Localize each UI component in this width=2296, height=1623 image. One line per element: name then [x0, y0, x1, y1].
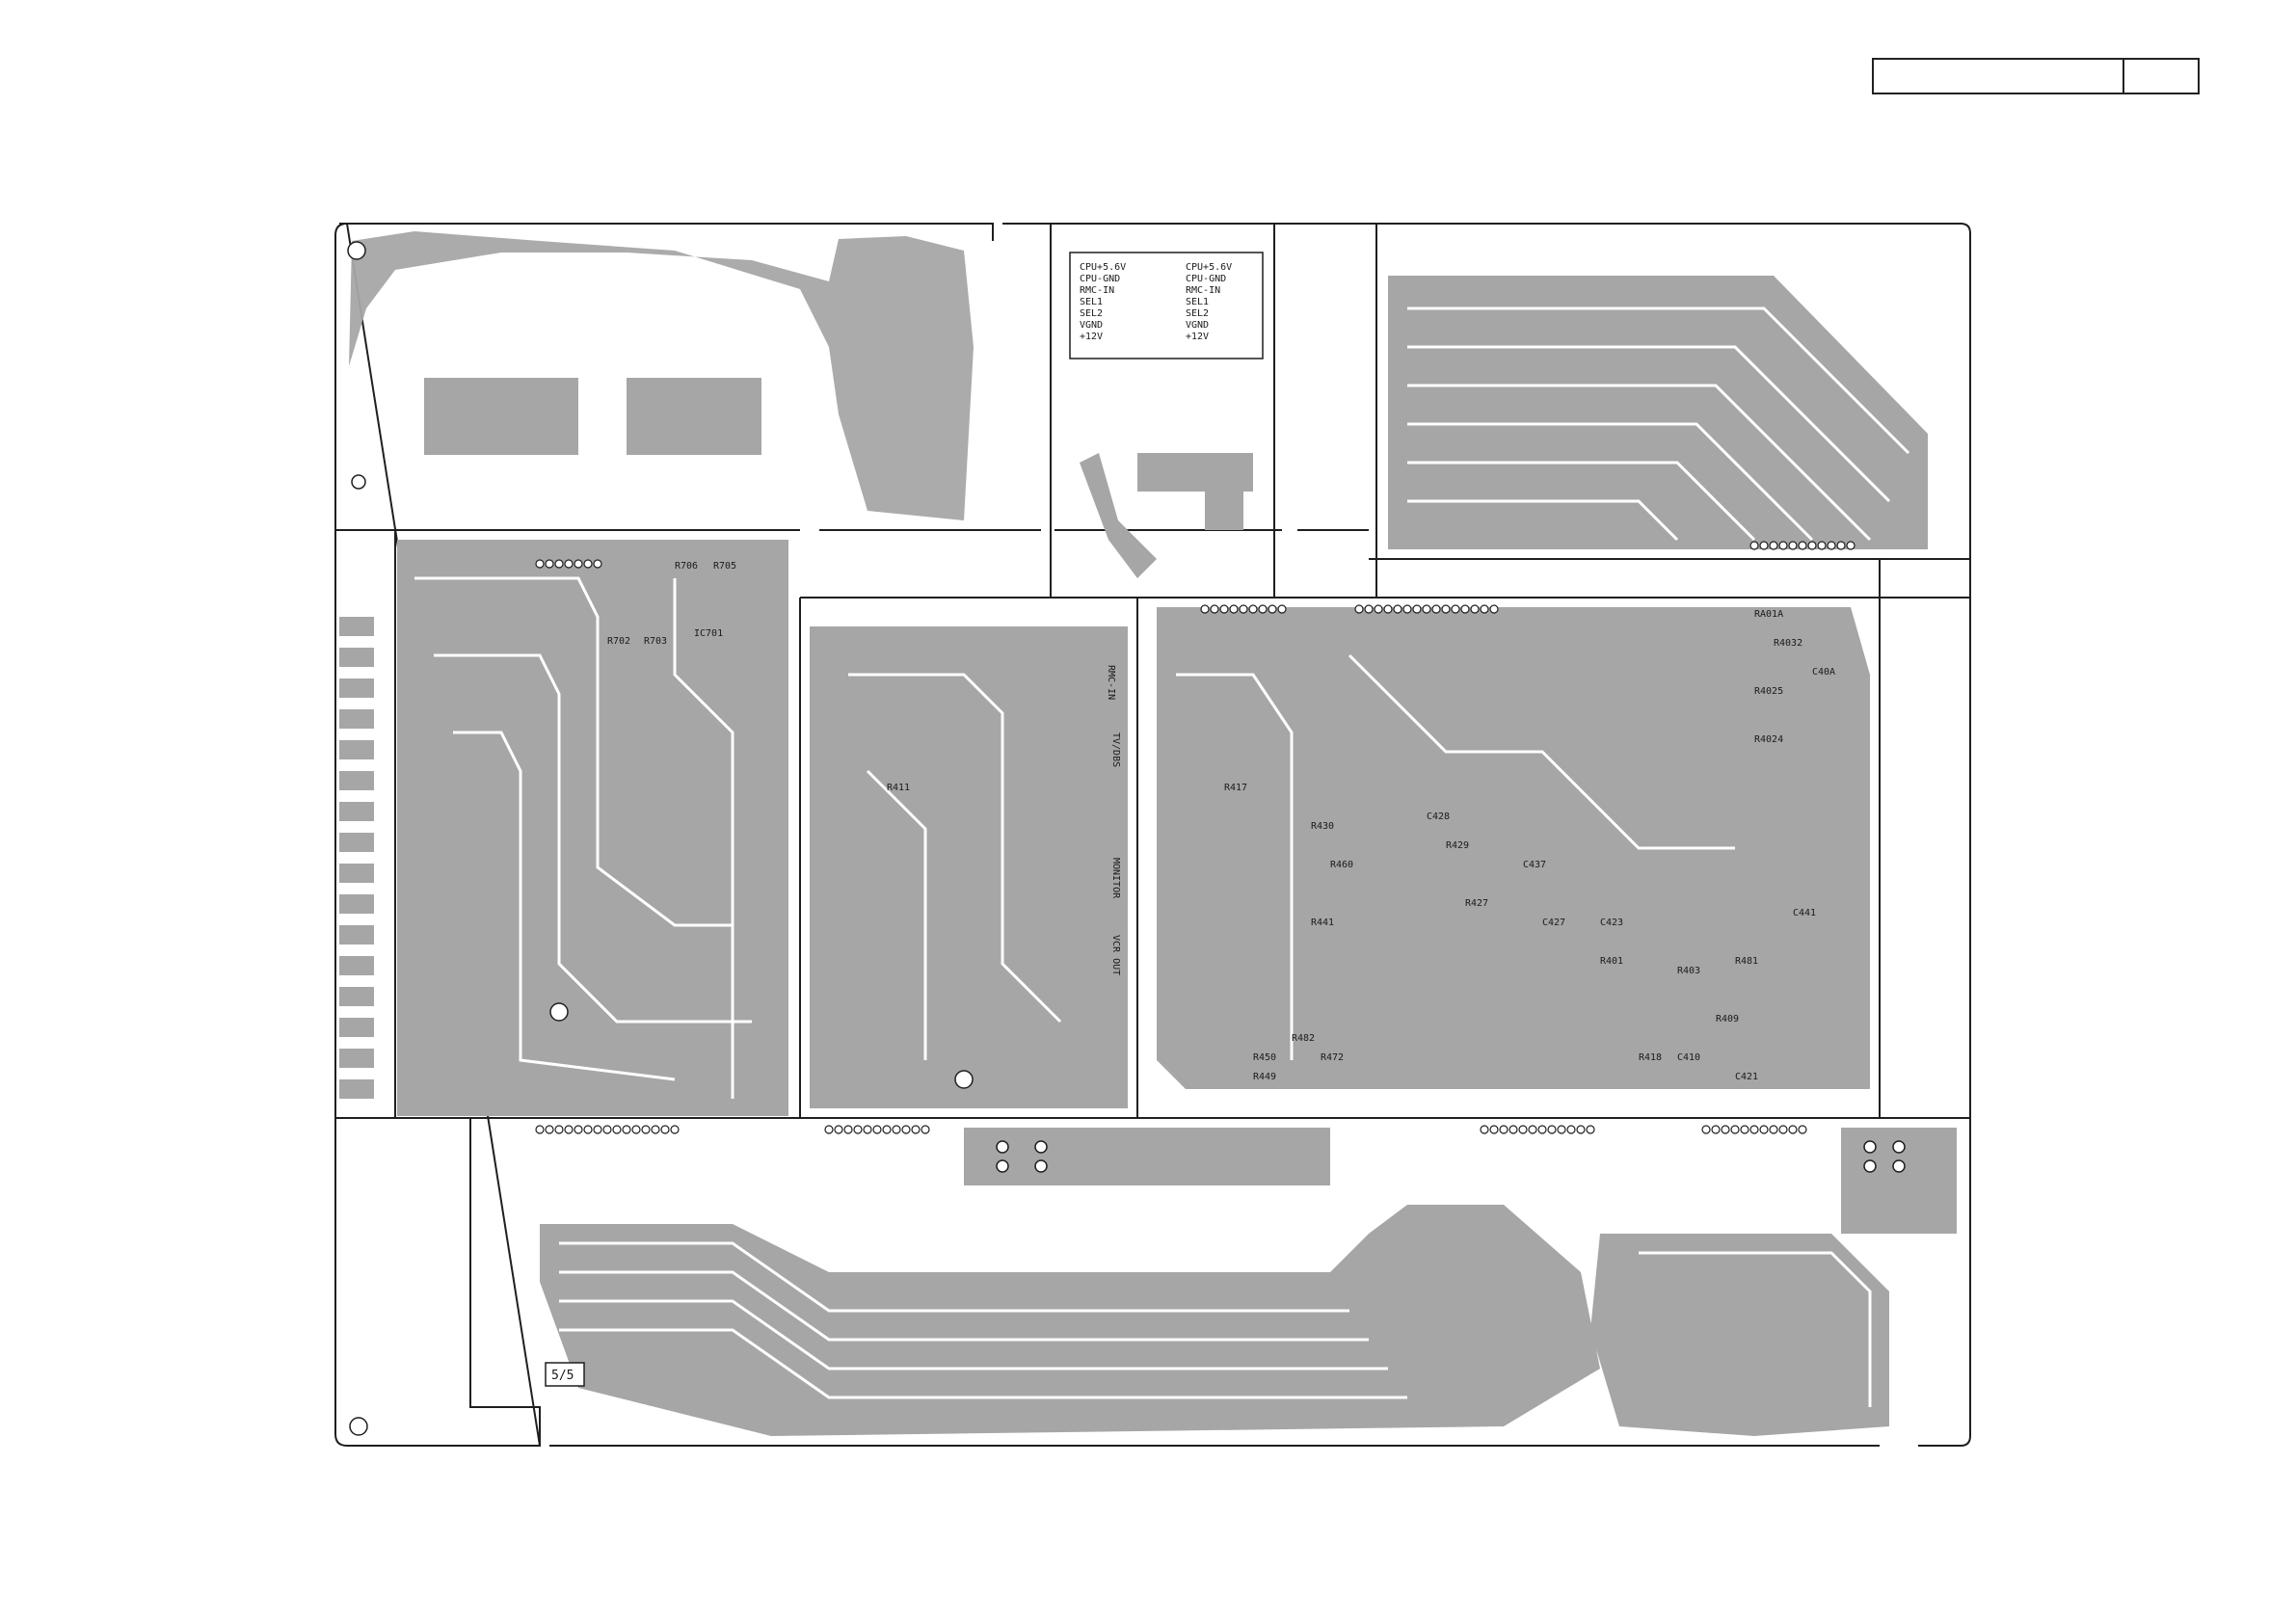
label-r449: R449 [1253, 1072, 1276, 1082]
conn-label-5: SEL2 [1080, 308, 1103, 319]
label-c427: C427 [1542, 918, 1565, 928]
label-r703: R703 [644, 636, 667, 647]
header-pads-row-6 [825, 1126, 929, 1133]
conn-label-7: +12V [1080, 332, 1103, 342]
conn-label-3: RMC-IN [1080, 285, 1114, 296]
conn-label-10: RMC-IN [1186, 285, 1220, 296]
conn-label-12: SEL2 [1186, 308, 1209, 319]
label-r702: R702 [607, 636, 630, 647]
label-r429: R429 [1446, 840, 1469, 851]
label-vcr-out: VCR OUT [1110, 935, 1121, 975]
label-r705: R705 [713, 561, 736, 572]
label-r411: R411 [887, 783, 910, 793]
label-r403: R403 [1677, 966, 1700, 976]
page-mark: 5/5 [546, 1363, 584, 1386]
label-r4032: R4032 [1774, 638, 1802, 649]
conn-label-8: CPU+5.6V [1186, 262, 1232, 273]
label-r417: R417 [1224, 783, 1247, 793]
copper-pour-top-right [1388, 276, 1928, 549]
copper-pours [339, 231, 1957, 1436]
label-r482: R482 [1292, 1033, 1315, 1044]
edge-connector-pads [339, 617, 374, 1099]
label-r706: R706 [675, 561, 698, 572]
header-pads-row-7 [1481, 1126, 1594, 1133]
label-r430: R430 [1311, 821, 1334, 832]
copper-shape-top-mid-2 [1137, 453, 1253, 492]
label-r4025: R4025 [1754, 686, 1783, 697]
label-r450: R450 [1253, 1052, 1276, 1063]
label-c410: C410 [1677, 1052, 1700, 1063]
label-ra01a: RA01A [1754, 609, 1783, 620]
label-monitor: MONITOR [1110, 858, 1121, 899]
conn-label-13: VGND [1186, 320, 1209, 331]
copper-pour-right-mid [1157, 607, 1870, 1089]
conn-label-9: CPU-GND [1186, 274, 1226, 284]
label-rmc-in: RMC-IN [1106, 665, 1116, 700]
label-tv-dbs: TV/DBS [1110, 732, 1121, 767]
label-c40a: C40A [1812, 667, 1835, 678]
label-r441: R441 [1311, 918, 1334, 928]
conn-label-4: SEL1 [1080, 297, 1103, 307]
copper-block-tl-2 [627, 378, 761, 455]
label-r418: R418 [1639, 1052, 1662, 1063]
header-pads-row-5 [536, 1126, 679, 1133]
label-r409: R409 [1716, 1014, 1739, 1024]
conn-label-11: SEL1 [1186, 297, 1209, 307]
copper-pour-left [397, 540, 788, 1116]
conn-label-2: CPU-GND [1080, 274, 1120, 284]
copper-pour-middle [810, 626, 1128, 1108]
label-c437: C437 [1523, 860, 1546, 870]
copper-block-bottom-1 [964, 1128, 1330, 1185]
header-pads-row-3 [1355, 605, 1498, 613]
header-pads-row-8 [1702, 1126, 1806, 1133]
label-c441: C441 [1793, 908, 1816, 918]
label-r481: R481 [1735, 956, 1758, 967]
conn-label-1: CPU+5.6V [1080, 262, 1126, 273]
copper-shape-top-mid-3 [1205, 492, 1243, 530]
label-r401: R401 [1600, 956, 1623, 967]
header-pads-row-4 [1750, 542, 1855, 549]
copper-pour-bottom [540, 1205, 1600, 1436]
label-ic701: IC701 [694, 628, 723, 639]
label-c421: C421 [1735, 1072, 1758, 1082]
label-r427: R427 [1465, 898, 1488, 909]
label-r472: R472 [1321, 1052, 1344, 1063]
copper-block-tl-1 [424, 378, 578, 455]
page-mark-label: 5/5 [551, 1369, 574, 1383]
conn-label-14: +12V [1186, 332, 1209, 342]
label-r4024: R4024 [1754, 734, 1783, 745]
label-c423: C423 [1600, 918, 1623, 928]
conn-label-6: VGND [1080, 320, 1103, 331]
label-c428: C428 [1427, 812, 1450, 822]
header-pads-row-2 [1201, 605, 1286, 613]
label-r460: R460 [1330, 860, 1353, 870]
